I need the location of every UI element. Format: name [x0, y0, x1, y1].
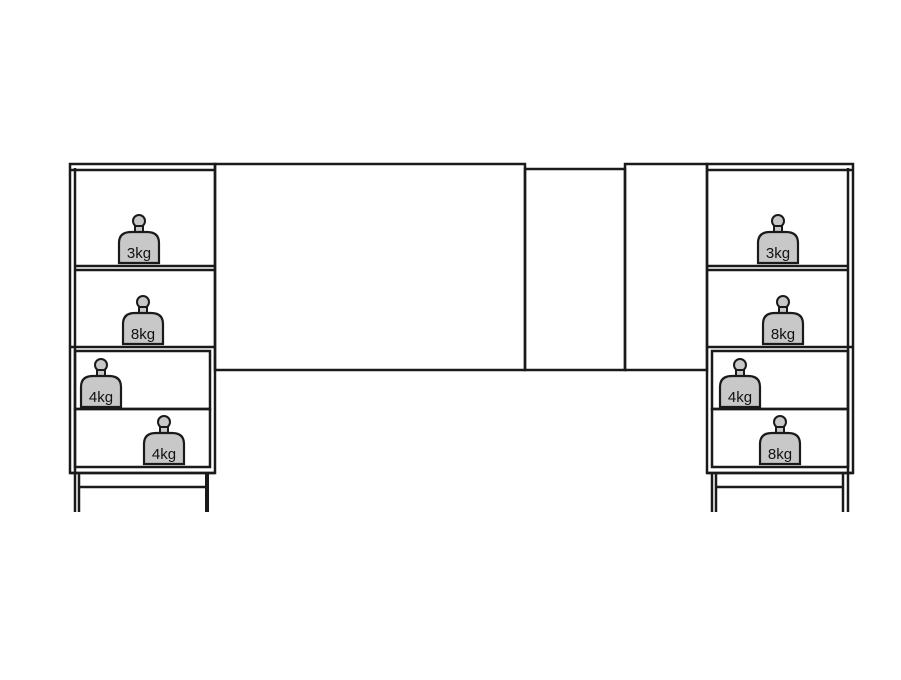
weight-icon: 3kg	[117, 214, 161, 265]
weight-icon: 3kg	[756, 214, 800, 265]
weight-label: 3kg	[766, 245, 790, 262]
right-cabinet	[705, 162, 855, 512]
weight-icon: 8kg	[761, 295, 805, 346]
weight-label: 4kg	[89, 389, 113, 406]
weight-label: 8kg	[131, 326, 155, 343]
left-drawer-2	[73, 407, 212, 469]
headboard	[213, 162, 709, 372]
headboard-middle-panel	[523, 167, 627, 372]
weight-label: 4kg	[152, 446, 176, 463]
weights-layer: 3kg 8kg 4kg 4kg 3kg 8kg 4kg 8kg	[79, 214, 805, 466]
weight-icon: 8kg	[121, 295, 165, 346]
weight-label: 4kg	[728, 389, 752, 406]
furniture-frame	[68, 162, 855, 512]
weight-icon: 4kg	[142, 415, 186, 466]
weight-icon: 8kg	[758, 415, 802, 466]
left-cabinet	[68, 162, 217, 512]
right-drawer-2	[710, 407, 850, 469]
weight-icon: 4kg	[79, 358, 123, 409]
weight-label: 3kg	[127, 245, 151, 262]
weight-icon: 4kg	[718, 358, 762, 409]
headboard-right-panel	[623, 162, 709, 372]
headboard-left-panel	[213, 162, 527, 372]
weight-label: 8kg	[768, 446, 792, 463]
weight-label: 8kg	[771, 326, 795, 343]
